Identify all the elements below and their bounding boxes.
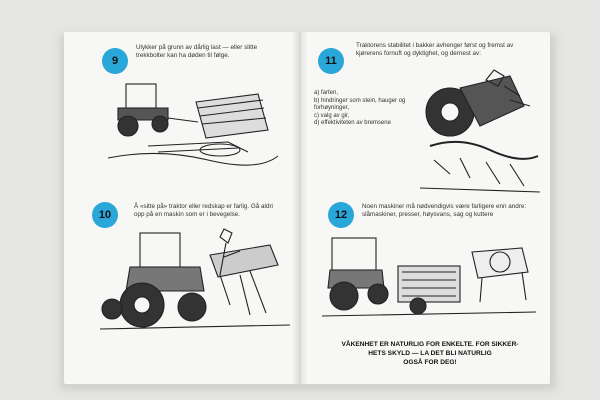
- panel-11-factor-list: a) farten, b) hindringer som stein, haug…: [314, 90, 434, 128]
- panel-12-number-badge: 12: [328, 202, 354, 228]
- panel-10-number-badge: 10: [92, 202, 118, 228]
- panel-9-number: 9: [111, 55, 119, 67]
- panel-11-overturned-tractor-illustration: [420, 69, 540, 193]
- panel-9-number-badge: 9: [102, 48, 128, 74]
- panel-9-tractor-trailer-illustration: [107, 83, 279, 166]
- panel-12-caption: Noen maskiner må nødvendigvis være farli…: [362, 203, 527, 218]
- panel-12-number: 12: [334, 209, 348, 221]
- panel-11-number: 11: [325, 55, 337, 67]
- panel-11-caption: Traktorens stabilitet i bakker avhenger …: [356, 42, 514, 57]
- panel-10-tractor-riding-illustration: [100, 228, 290, 330]
- closing-slogan-line-2: HETS SKYLD — LA DET BLI NATURLIG: [368, 350, 492, 357]
- panel-11-factor-c: c) valg av gir,: [314, 112, 350, 119]
- panel-11-number-badge: 11: [318, 48, 344, 74]
- closing-slogan: VÅKENHET ER NATURLIG FOR ENKELTE. FOR SI…: [318, 340, 542, 367]
- booklet-spine: [292, 32, 308, 384]
- panel-11-factor-d: d) effektiviteten av bremsene: [314, 120, 391, 127]
- panel-10-caption: Å «sitte på» traktor eller redskap er fa…: [134, 203, 273, 218]
- panel-10-number: 10: [98, 209, 112, 221]
- closing-slogan-line-1: VÅKENHET ER NATURLIG FOR ENKELTE. FOR SI…: [341, 341, 519, 348]
- closing-slogan-line-3: OGSÅ FOR DEG!: [403, 359, 457, 366]
- panel-12-machinery-illustration: [322, 237, 536, 317]
- panel-11-factor-a: a) farten,: [314, 90, 339, 96]
- panel-11-factor-b: b) hindringer som stein, hauger og forhø…: [314, 97, 406, 112]
- panel-9-caption: Ulykker på grunn av dårlig last — eller …: [136, 44, 258, 59]
